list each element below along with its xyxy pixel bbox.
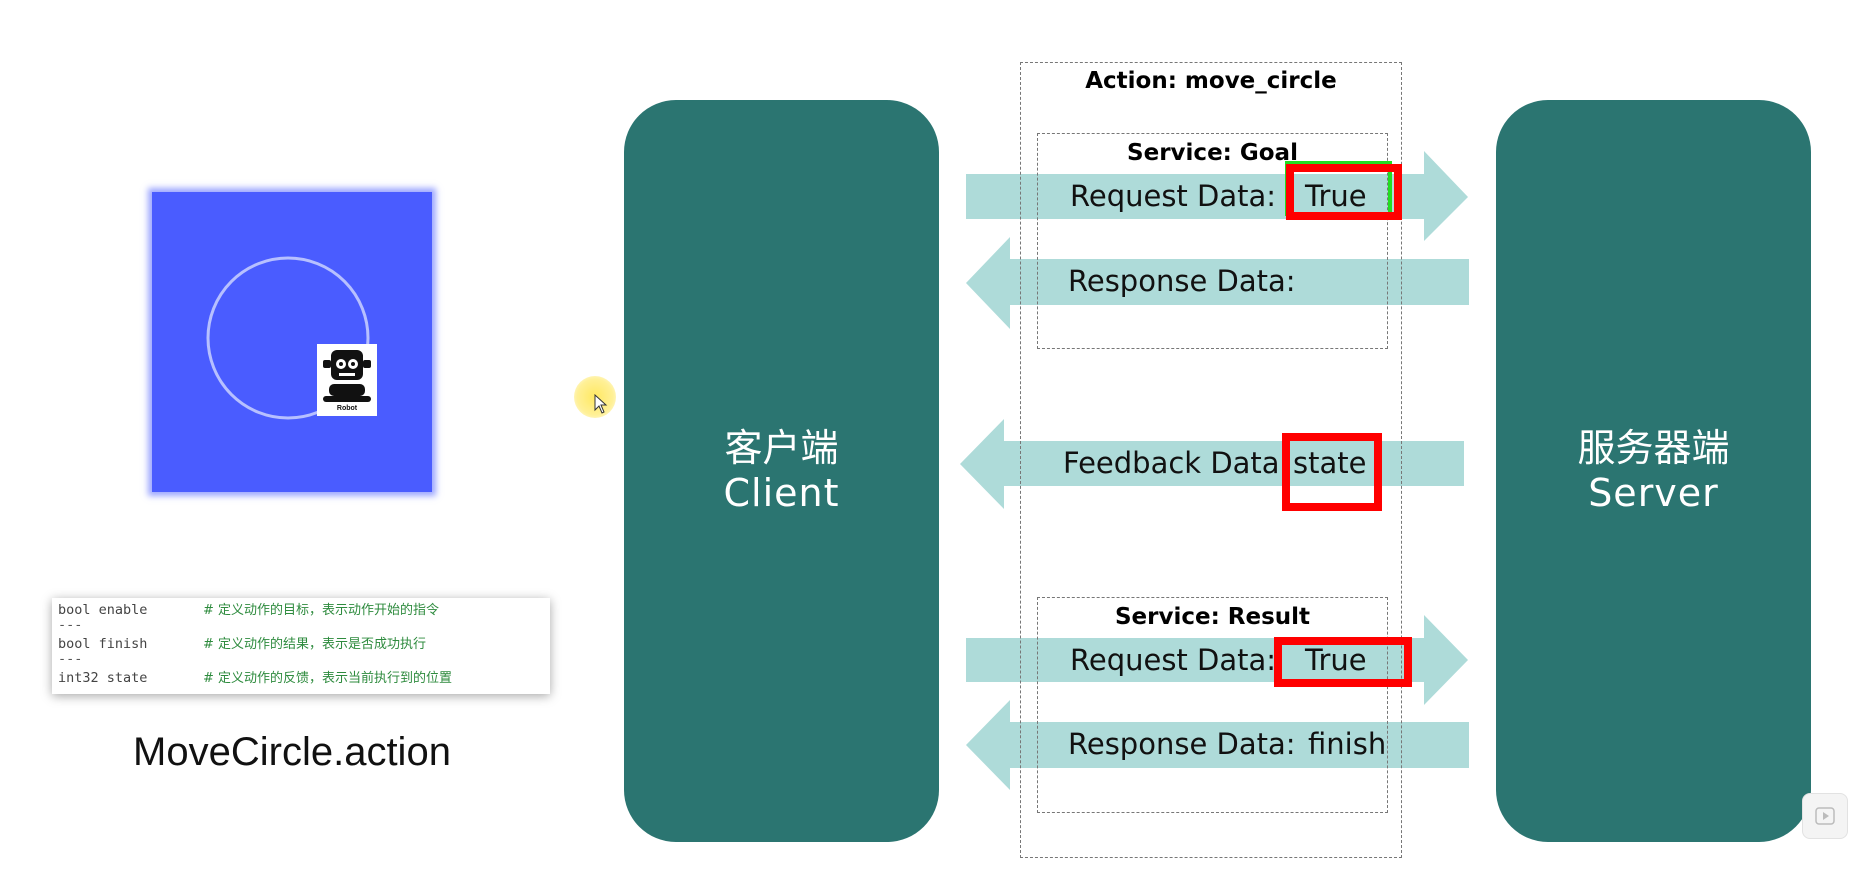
code-line: bool finish# 定义动作的结果，表示是否成功执行 xyxy=(58,636,427,652)
cursor-icon xyxy=(594,393,608,419)
action-title: Action: move_circle xyxy=(1085,68,1337,94)
code-line: bool enable# 定义动作的目标，表示动作开始的指令 xyxy=(58,602,440,618)
result-response-value: finish xyxy=(1308,727,1387,761)
play-icon xyxy=(1815,807,1835,825)
goal-service-frame xyxy=(1037,133,1388,349)
result-request-highlight-box xyxy=(1274,637,1412,687)
goal-request-label: Request Data: xyxy=(1070,179,1277,213)
circle-track-canvas xyxy=(206,256,370,420)
result-service-frame xyxy=(1037,597,1388,813)
robot-label: Robot xyxy=(336,405,358,412)
feedback-highlight-box xyxy=(1282,433,1382,511)
result-request-label: Request Data: xyxy=(1070,643,1277,677)
goal-response-label: Response Data: xyxy=(1068,264,1296,298)
goal-request-highlight-box xyxy=(1286,164,1402,220)
play-button[interactable] xyxy=(1802,793,1848,839)
goal-service-title: Service: Goal xyxy=(1127,140,1298,166)
code-separator: --- xyxy=(58,617,83,633)
code-separator: --- xyxy=(58,651,83,667)
goal-response-arrow xyxy=(966,237,1469,329)
code-line: int32 state# 定义动作的反馈，表示当前执行到的位置 xyxy=(58,670,453,686)
server-label-en: Server xyxy=(1588,471,1719,515)
file-label: MoveCircle.action xyxy=(133,730,451,774)
feedback-label: Feedback Data: xyxy=(1063,446,1290,480)
result-service-title: Service: Result xyxy=(1114,604,1311,630)
result-request-arrow xyxy=(966,615,1468,705)
server-node: 服务器端 Server xyxy=(1496,100,1811,842)
action-frame xyxy=(1020,62,1402,858)
result-request-value: True xyxy=(1305,643,1367,677)
robot-icon: Robot xyxy=(317,344,377,416)
feedback-arrow xyxy=(960,419,1464,509)
action-definition-code: bool enable# 定义动作的目标，表示动作开始的指令 --- bool … xyxy=(52,598,550,694)
goal-request-value: True xyxy=(1305,179,1367,213)
feedback-value: state xyxy=(1293,446,1367,480)
client-label-en: Client xyxy=(723,471,840,515)
circle-path xyxy=(206,256,370,420)
result-response-arrow xyxy=(966,700,1469,790)
result-response-label: Response Data: xyxy=(1068,727,1296,761)
server-label-cn: 服务器端 xyxy=(1577,426,1730,470)
simulation-window: Robot xyxy=(152,192,432,492)
client-node: 客户端 Client xyxy=(624,100,939,842)
client-label-cn: 客户端 xyxy=(724,426,839,470)
